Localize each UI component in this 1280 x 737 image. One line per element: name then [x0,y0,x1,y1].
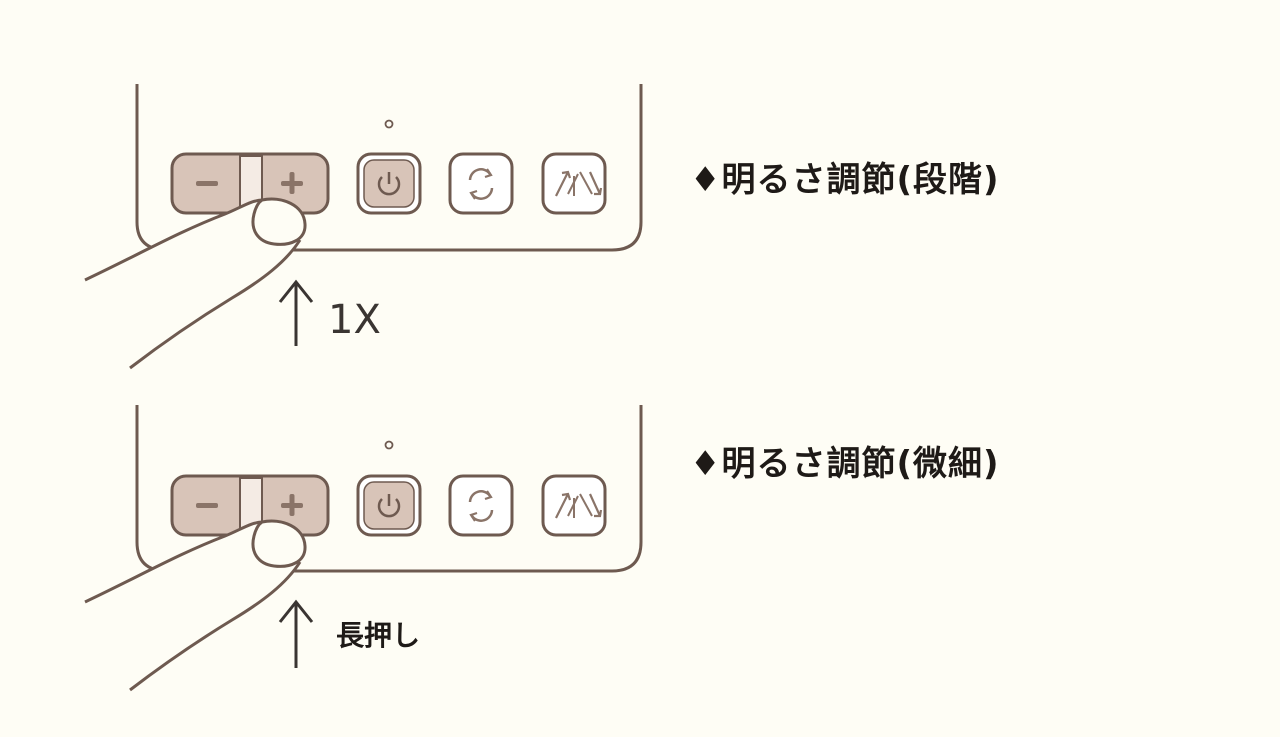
refresh-icon [468,490,494,522]
power-icon [377,172,401,196]
arrow-up-icon [278,279,314,346]
step-1-press-label: 1X [328,297,381,343]
arrow-up-icon [278,599,314,668]
device-panel-1 [84,84,643,370]
finger-icon [84,519,307,692]
plus-icon [281,172,303,194]
finger-icon [84,197,307,370]
swap-arrows-icon [555,170,603,197]
refresh-button[interactable] [448,474,514,537]
power-button[interactable] [356,152,422,215]
mode-button[interactable] [541,474,607,537]
step-2-press-label: 長押し [336,619,421,652]
step-1-heading: ♦明るさ調節(段階) [690,160,1000,200]
indicator-dot [384,440,394,450]
swap-arrows-icon [555,492,603,519]
refresh-icon [468,168,494,200]
device-outline [135,84,643,252]
brightness-rocker-button[interactable] [170,474,330,537]
minus-icon [196,503,218,508]
step-2-heading: ♦明るさ調節(微細) [690,444,1000,484]
device-panel-2 [84,405,643,692]
power-icon [377,494,401,518]
minus-icon [196,181,218,186]
refresh-button[interactable] [448,152,514,215]
plus-icon [281,494,303,516]
indicator-dot [384,119,394,129]
mode-button[interactable] [541,152,607,215]
power-button[interactable] [356,474,422,537]
device-outline [135,405,643,573]
